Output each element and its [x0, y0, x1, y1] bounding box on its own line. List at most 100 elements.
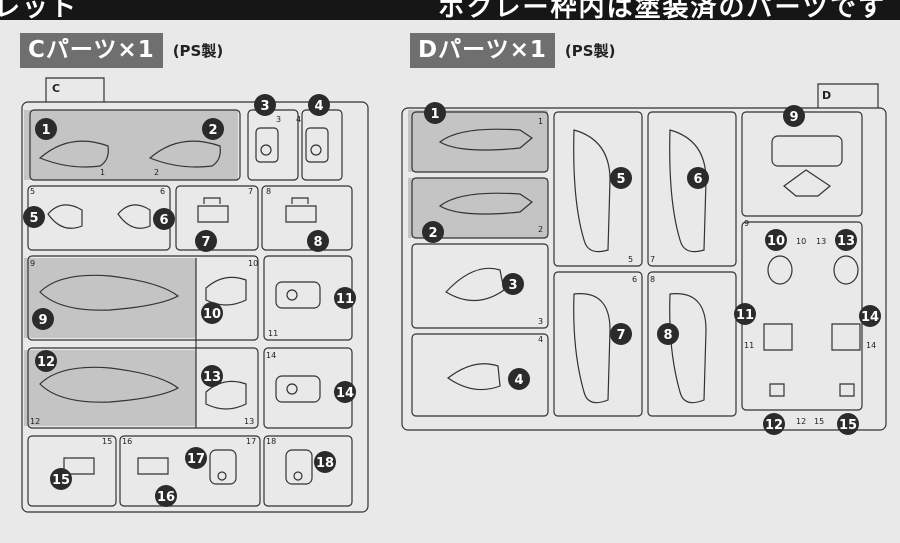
callout-badge [835, 229, 857, 251]
callout-badge [610, 167, 632, 189]
callout-badge [424, 102, 446, 124]
callout-badge [859, 305, 881, 327]
sprue-d-gate-labels: 1 2 3 4 5 6 7 8 9 10 11 12 13 14 15 [538, 117, 876, 426]
callout-badge [201, 365, 223, 387]
callout-number: 11 [736, 308, 754, 323]
gate-label: 12 [796, 417, 806, 426]
gate-label: 7 [650, 255, 655, 264]
gate-label: 16 [122, 437, 132, 446]
callout-number: 4 [314, 99, 323, 114]
callout-badge [314, 451, 336, 473]
gate-label: 1 [538, 117, 543, 126]
callout-number: 5 [29, 211, 38, 226]
painted-area [24, 110, 238, 180]
gate-label: 10 [248, 259, 258, 268]
callout-number: 11 [336, 292, 354, 307]
callout-badge [307, 230, 329, 252]
gate-label: 11 [268, 329, 278, 338]
callout-number: 10 [203, 307, 221, 322]
header-bar: レット ボクレー枠内は塗装済のパーツです [0, 0, 900, 20]
gate-label: 9 [30, 259, 35, 268]
gate-label: 4 [296, 115, 301, 124]
sprue-c-title-tag: Cパーツ×1 [20, 33, 163, 68]
callout-number: 6 [159, 213, 168, 228]
gate-label: 14 [866, 341, 876, 350]
gate-label: 7 [248, 187, 253, 196]
gate-label: 8 [650, 275, 655, 284]
callout-badge [202, 118, 224, 140]
sprue-d-title: Dパーツ×1 (PS製) [410, 33, 615, 68]
sprue-c-runner-tab [45, 77, 105, 102]
gate-label: 15 [814, 417, 824, 426]
sprue-d-frame [401, 107, 887, 431]
callout-number: 16 [157, 490, 175, 505]
callout-number: 2 [428, 226, 437, 241]
header-left-text: レット [0, 0, 79, 20]
callout-number: 9 [38, 313, 47, 328]
gate-label: 8 [266, 187, 271, 196]
gate-label: 5 [628, 255, 633, 264]
callout-badge [32, 308, 54, 330]
sprue-d [401, 83, 887, 431]
callout-badge [422, 221, 444, 243]
callout-number: 3 [260, 99, 269, 114]
sprue-c-gate-labels: 1 2 3 4 5 6 7 8 9 10 11 12 13 14 15 16 1… [30, 115, 301, 446]
callout-number: 13 [837, 234, 855, 249]
gate-label: 6 [632, 275, 637, 284]
callout-number: 15 [839, 418, 857, 433]
gate-label: 2 [538, 225, 543, 234]
sprue-d-runner-letter: D [822, 89, 831, 102]
callout-badge [308, 94, 330, 116]
callout-number: 4 [514, 373, 523, 388]
gate-label: 18 [266, 437, 276, 446]
callout-badge [334, 287, 356, 309]
callout-badge [334, 381, 356, 403]
sprue-c-frame [21, 101, 369, 513]
sprue-c [21, 77, 369, 513]
callout-badge [763, 413, 785, 435]
callout-badge [254, 94, 276, 116]
gate-label: 4 [538, 335, 543, 344]
callout-badge [687, 167, 709, 189]
callout-number: 3 [508, 278, 517, 293]
gate-label: 10 [796, 237, 806, 246]
gate-label: 1 [100, 168, 105, 177]
gate-label: 6 [160, 187, 165, 196]
sprue-c-material: (PS製) [172, 42, 224, 60]
gate-label: 2 [154, 168, 159, 177]
callout-number: 15 [52, 473, 70, 488]
callout-badge [35, 118, 57, 140]
gate-label: 5 [30, 187, 35, 196]
sprue-d-material: (PS製) [564, 42, 616, 60]
sprue-c-title: Cパーツ×1 (PS製) [20, 33, 223, 68]
callout-badge [657, 323, 679, 345]
callout-number: 14 [861, 310, 879, 325]
gate-label: 17 [246, 437, 256, 446]
callout-number: 7 [616, 328, 625, 343]
callout-badge [201, 302, 223, 324]
gate-label: 13 [244, 417, 254, 426]
callout-badge [610, 323, 632, 345]
callout-number: 12 [765, 418, 783, 433]
callout-badge [765, 229, 787, 251]
callout-badge [837, 413, 859, 435]
callout-number: 8 [663, 328, 672, 343]
painted-area [24, 258, 196, 338]
callout-badge [23, 206, 45, 228]
callout-number: 7 [201, 235, 210, 250]
callout-number: 17 [187, 452, 205, 467]
gate-label: 3 [538, 317, 543, 326]
gate-label: 12 [30, 417, 40, 426]
callout-badge [783, 105, 805, 127]
header-right-text: ボクレー枠内は塗装済のパーツです [438, 0, 886, 20]
callout-number: 12 [37, 355, 55, 370]
sprue-d-title-tag: Dパーツ×1 [410, 33, 555, 68]
gate-label: 11 [744, 341, 754, 350]
callout-number: 9 [789, 110, 798, 125]
gate-label: 14 [266, 351, 276, 360]
callout-number: 8 [313, 235, 322, 250]
callout-badge [35, 350, 57, 372]
callout-number: 18 [316, 456, 334, 471]
callout-number: 5 [616, 172, 625, 187]
